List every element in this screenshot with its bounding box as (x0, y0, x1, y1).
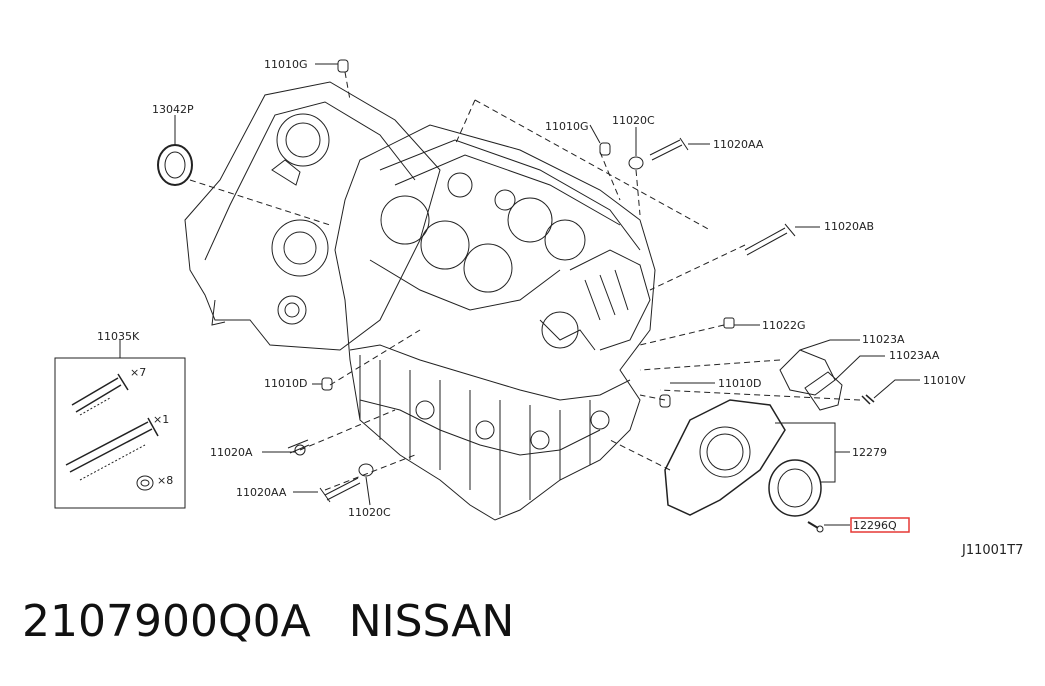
rear-oil-seal-retainer (664, 399, 824, 533)
label-13042P[interactable]: 13042P (152, 103, 194, 116)
qty-bolt-short: ×7 (130, 366, 146, 379)
qty-bolt-long: ×1 (153, 413, 169, 426)
label-11010G-b[interactable]: 11010G (545, 120, 589, 133)
label-11023A[interactable]: 11023A (862, 333, 905, 346)
bolt-kit-box (54, 357, 186, 509)
label-11010D-right[interactable]: 11010D (718, 377, 761, 390)
label-11020C-top[interactable]: 11020C (612, 114, 655, 127)
label-11020AB[interactable]: 11020AB (824, 220, 874, 233)
label-11023AA[interactable]: 11023AA (889, 349, 940, 362)
label-11035K[interactable]: 11035K (97, 330, 140, 343)
label-11022G[interactable]: 11022G (762, 319, 806, 332)
qty-washer: ×8 (157, 474, 173, 487)
label-11020A[interactable]: 11020A (210, 446, 253, 459)
highlight-box (850, 517, 910, 533)
cover-plates (779, 349, 875, 411)
brand-name: NISSAN (348, 596, 515, 647)
cylinder-block-illustration (157, 59, 796, 521)
label-11010V[interactable]: 11010V (923, 374, 966, 387)
label-11020C-bottom[interactable]: 11020C (348, 506, 391, 519)
diagram-code: J11001T7 (962, 543, 1024, 558)
label-11020AA-top[interactable]: 11020AA (713, 138, 764, 151)
label-12296Q[interactable]: 12296Q (853, 519, 897, 532)
label-11010G-a[interactable]: 11010G (264, 58, 308, 71)
label-11020AA-bottom[interactable]: 11020AA (236, 486, 287, 499)
caption: 2107900Q0A NISSAN (22, 596, 514, 647)
label-11010D-left[interactable]: 11010D (264, 377, 307, 390)
assembly-lines (189, 71, 861, 491)
part-number: 2107900Q0A (22, 596, 311, 647)
label-12279[interactable]: 12279 (852, 446, 887, 459)
leader-lines (119, 63, 920, 526)
